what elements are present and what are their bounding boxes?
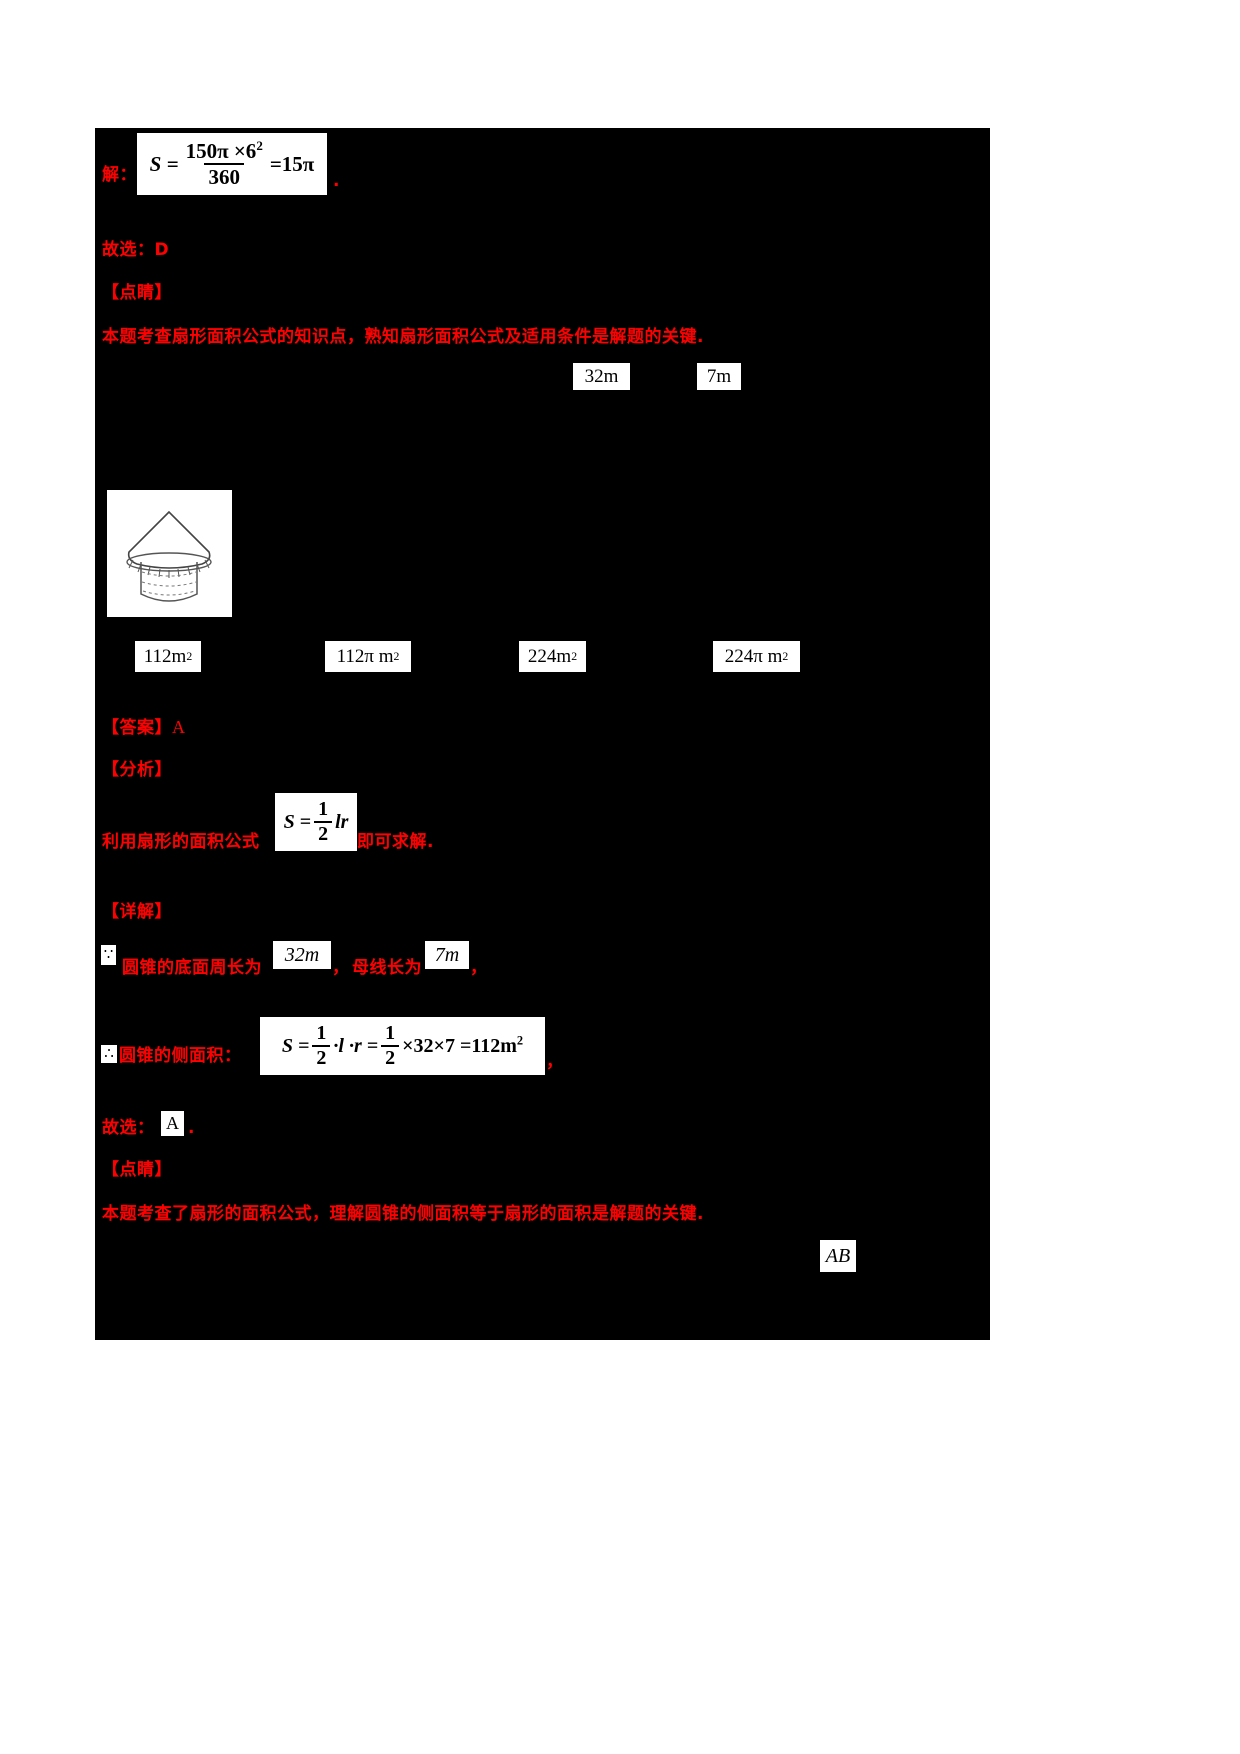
given-circumference-box: 32m	[573, 363, 630, 390]
detail-value-circumference: 32m	[273, 941, 331, 969]
lateral-f1-num: 1	[316, 1022, 327, 1044]
formula-numerator: 150π ×62	[185, 137, 263, 163]
chosen-answer-1: 故选：D	[102, 240, 170, 260]
because-symbol: ∵	[103, 947, 114, 963]
chosen-answer-value-2: A	[166, 1113, 179, 1133]
lateral-f2-den: 2	[381, 1045, 400, 1069]
detail-line1-part1: 圆锥的底面周长为	[122, 958, 262, 978]
option-b-text: 112π m	[336, 645, 394, 667]
therefore-symbol: ∴	[104, 1046, 114, 1062]
cone-hat-figure	[107, 490, 232, 617]
lateral-f2-num: 1	[385, 1022, 396, 1044]
chosen-label-2: 故选：	[102, 1118, 155, 1138]
detail-value-circumference-text: 32m	[284, 943, 320, 966]
insight-text-2: 本题考查了扇形的面积公式，理解圆锥的侧面积等于扇形的面积是解题的关键.	[102, 1204, 704, 1224]
analysis-formula-rhs: lr	[335, 810, 349, 833]
chosen-answer-box-2: A	[161, 1111, 184, 1136]
cone-hat-drawing	[107, 490, 232, 617]
lateral-tail: ×32×7 =112m2	[402, 1032, 524, 1057]
insight-heading-1: 【点睛】	[102, 283, 172, 303]
insight-text-1: 本题考查扇形面积公式的知识点，熟知扇形面积公式及适用条件是解题的关键.	[102, 327, 704, 347]
lateral-lhs: S =	[281, 1034, 310, 1057]
formula-rhs: =15π	[269, 151, 315, 176]
option-d-text: 224π m	[724, 645, 783, 667]
answer-value-2: A	[172, 717, 186, 737]
lateral-f1-den: 2	[312, 1045, 331, 1069]
detail-line2-label: 圆锥的侧面积：	[119, 1046, 242, 1066]
formula-lhs: S =	[149, 151, 179, 176]
analysis-heading-2: 【分析】	[102, 760, 172, 780]
analysis-formula-lhs: S =	[283, 810, 312, 833]
formula-denominator: 360	[204, 163, 244, 188]
trailing-ab-text: AB	[825, 1244, 851, 1267]
given-slant-height-box: 7m	[697, 363, 741, 390]
content-area	[95, 128, 990, 1340]
detail-line1-sep: ，	[332, 958, 350, 978]
detail-line2-end: ，	[546, 1052, 564, 1072]
option-c-text: 224m	[527, 645, 572, 667]
analysis-text-before: 利用扇形的面积公式	[102, 832, 260, 852]
therefore-symbol-box: ∴	[101, 1045, 117, 1063]
detail-value-slant-text: 7m	[434, 943, 460, 966]
lateral-mid: ·l ·r =	[333, 1034, 379, 1057]
formula-lateral-area: S = 1 2 ·l ·r = 1 2 ×32×7 =112m2	[260, 1017, 545, 1075]
chosen-period-2: .	[188, 1118, 195, 1138]
detail-line1-part2: 母线长为	[352, 958, 422, 978]
given-slant-height-value: 7m	[706, 365, 732, 387]
given-circumference-value: 32m	[584, 365, 619, 387]
detail-heading-2: 【详解】	[102, 902, 172, 922]
solution-label: 解：	[102, 165, 137, 185]
insight-heading-2: 【点睛】	[102, 1160, 172, 1180]
formula-sector-lr: S = 1 2 lr	[275, 793, 357, 851]
because-symbol-box: ∵	[101, 945, 116, 965]
analysis-formula-numerator: 1	[318, 798, 329, 820]
trailing-ab-box: AB	[820, 1240, 856, 1272]
analysis-formula-denominator: 2	[314, 821, 333, 845]
solution-period: .	[333, 171, 340, 191]
detail-value-slant: 7m	[425, 941, 469, 969]
answer-heading-2: 【答案】	[102, 718, 172, 738]
analysis-text-after: 即可求解.	[357, 832, 434, 852]
answer-line-2: 【答案】A	[102, 717, 186, 738]
option-a-text: 112m	[143, 645, 187, 667]
formula-sector-area: S = 150π ×62 360 =15π	[137, 133, 327, 195]
detail-line1-end: ，	[470, 958, 488, 978]
